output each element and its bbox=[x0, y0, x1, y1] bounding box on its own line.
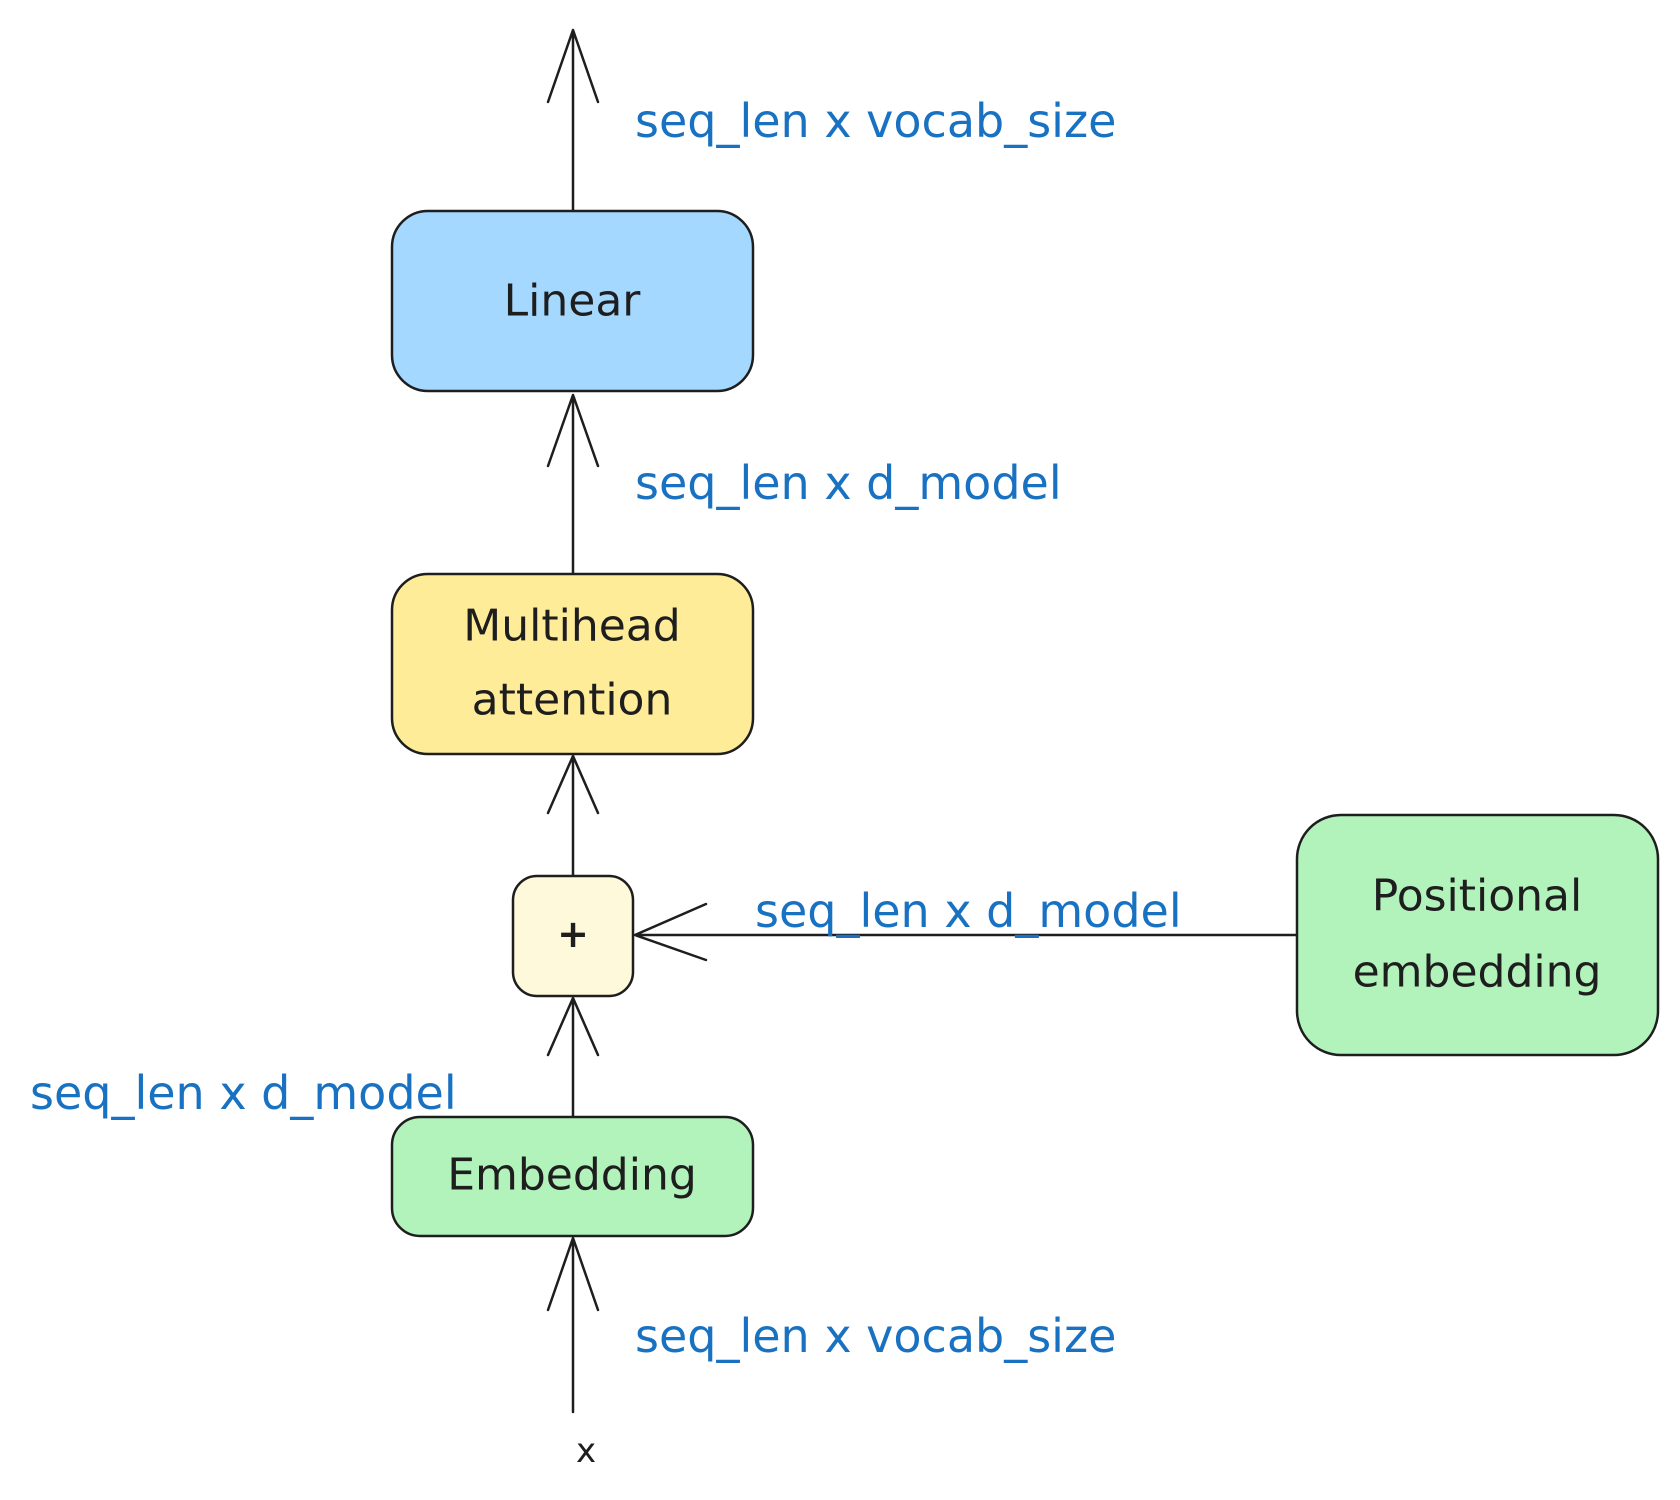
positional-to-plus-dim-label: seq_len x d_model bbox=[755, 884, 1182, 938]
attention-label-line1: Multihead bbox=[463, 601, 680, 652]
plus-to-attention-arrow bbox=[546, 754, 600, 877]
linear-node: Linear bbox=[390, 209, 755, 393]
attention-to-linear-dim-label: seq_len x d_model bbox=[635, 456, 1062, 510]
linear-label: Linear bbox=[504, 276, 642, 327]
attention-node: Multihead attention bbox=[390, 572, 755, 756]
positional-node: Positional embedding bbox=[1295, 813, 1660, 1057]
input-x-label: x bbox=[576, 1431, 596, 1471]
output-dim-label: seq_len x vocab_size bbox=[635, 94, 1116, 148]
embedding-to-plus-arrow bbox=[546, 996, 600, 1118]
positional-to-plus-arrow bbox=[633, 902, 1298, 962]
embedding-node: Embedding bbox=[390, 1115, 755, 1238]
attention-label-line2: attention bbox=[472, 675, 673, 726]
embedding-to-plus-dim-label: seq_len x d_model bbox=[30, 1066, 457, 1120]
embedding-label: Embedding bbox=[447, 1150, 697, 1201]
plus-node: + bbox=[511, 874, 635, 998]
output-arrow bbox=[546, 28, 600, 212]
plus-label: + bbox=[557, 912, 589, 956]
edges bbox=[546, 28, 1298, 1414]
input-to-embedding-arrow bbox=[546, 1236, 600, 1414]
positional-label-line1: Positional bbox=[1372, 871, 1583, 922]
attention-to-linear-arrow bbox=[546, 393, 600, 575]
input-dim-label: seq_len x vocab_size bbox=[635, 1309, 1116, 1363]
positional-label-line2: embedding bbox=[1353, 947, 1602, 998]
